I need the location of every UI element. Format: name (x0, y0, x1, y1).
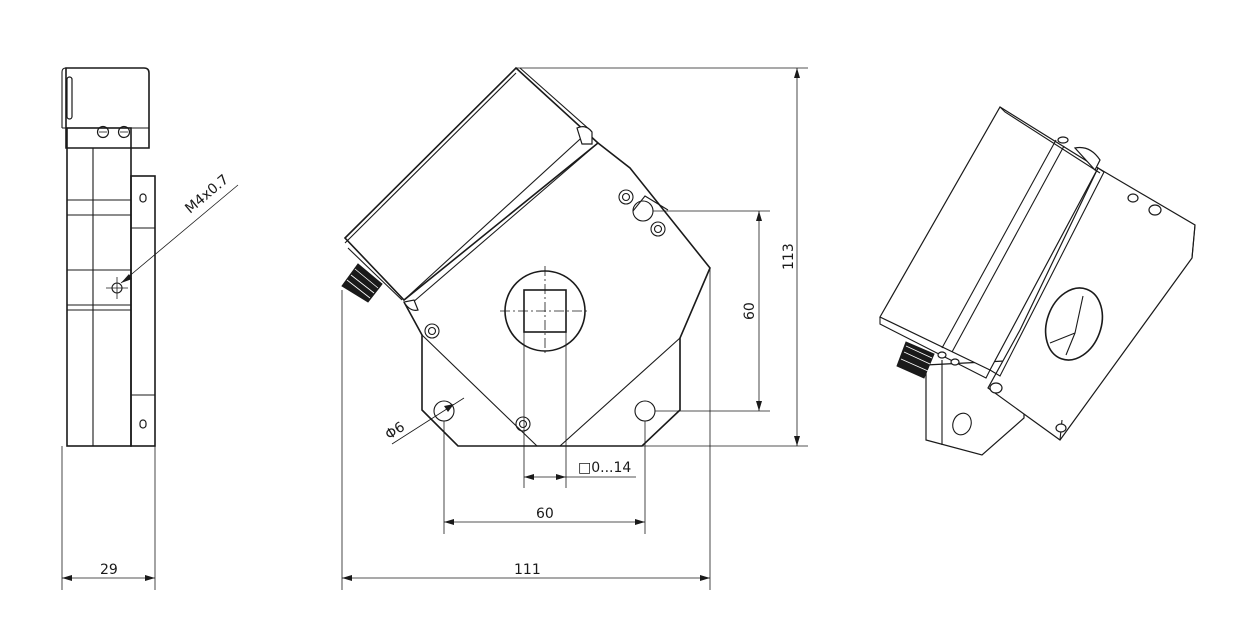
side-screw-heads (96, 125, 131, 139)
dim-113-label: 113 (781, 243, 797, 270)
front-screws (424, 189, 666, 432)
iso-knurled-knob (896, 341, 935, 379)
side-flange (130, 175, 156, 447)
dim-111-label: 111 (514, 562, 541, 578)
side-view: M4x0.7 29 (61, 67, 239, 590)
dim-aperture-label: □0...14 (578, 460, 631, 476)
dim-diameter-label: Φ6 (382, 419, 408, 443)
side-slot (66, 76, 73, 120)
iso-screws (989, 193, 1162, 433)
iso-view (879, 106, 1196, 456)
front-knurled-knob (341, 263, 383, 303)
dim-60-horizontal-label: 60 (536, 506, 554, 522)
front-view: 113 60 □0...14 60 111 Φ6 (341, 66, 808, 590)
dim-29-label: 29 (100, 562, 118, 578)
iso-aperture (1044, 287, 1104, 361)
front-plate (403, 142, 711, 447)
front-housing (343, 66, 600, 302)
side-top-block (65, 67, 150, 149)
dim-60-vertical-label: 60 (742, 302, 758, 320)
thread-label: M4x0.7 (182, 172, 232, 217)
